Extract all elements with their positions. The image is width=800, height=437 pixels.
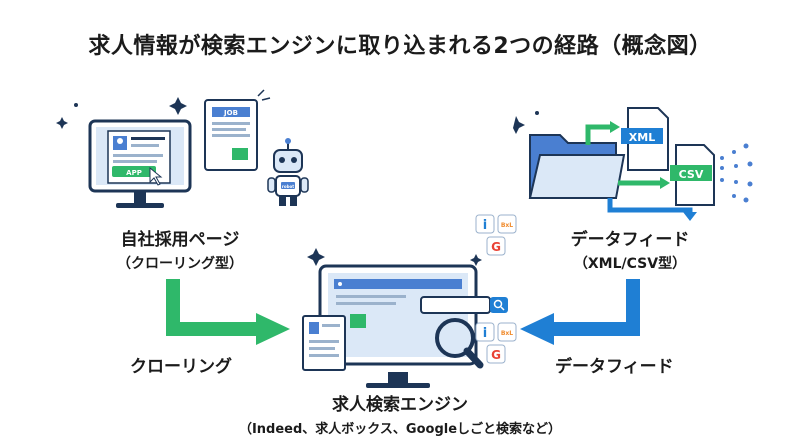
google-badge-icon: G: [486, 236, 506, 256]
career-page-label-group: 自社採用ページ （クローリング型）: [80, 225, 280, 273]
data-feed-folder-icon: [528, 134, 626, 199]
dot-icon: [74, 103, 78, 107]
resume-document-icon: [302, 315, 346, 371]
robot-tag-text: robot: [282, 184, 294, 189]
svg-text:i: i: [483, 326, 487, 341]
diagram-title: 求人情報が検索エンジンに取り込まれる2つの経路（概念図）: [88, 34, 712, 59]
data-feed-sublabel: （XML/CSV型）: [573, 256, 687, 272]
career-page-monitor-icon: APP: [88, 119, 192, 208]
magnifier-icon: [435, 318, 484, 369]
data-feed-label-group: データフィード （XML/CSV型）: [530, 225, 730, 273]
google-badge-icon: G: [486, 344, 506, 364]
feed-arrow-icon: [585, 124, 612, 145]
app-button-text: APP: [126, 169, 142, 177]
job-document-icon: JOB: [204, 89, 271, 171]
crawling-flow-arrow: [166, 279, 290, 345]
xml-file-label: XML: [629, 131, 655, 144]
svg-text:i: i: [483, 218, 487, 233]
csv-file-icon: CSV: [670, 144, 715, 206]
kyujin-box-badge-icon: BxL: [497, 322, 517, 342]
career-page-sublabel: （クローリング型）: [117, 256, 243, 272]
data-feed-label: データフィード: [570, 230, 690, 250]
career-page-label: 自社採用ページ: [120, 230, 240, 250]
xml-file-icon: XML: [621, 107, 669, 171]
sparkle-icon: [470, 254, 482, 266]
data-stream-icon: [720, 143, 753, 203]
search-input: [420, 296, 508, 314]
crawler-robot-icon: robot: [267, 138, 309, 206]
datafeed-flow-label: データフィード: [555, 357, 674, 377]
svg-text:BxL: BxL: [501, 330, 513, 337]
indeed-badge-icon: i: [475, 322, 495, 342]
svg-text:G: G: [491, 240, 501, 254]
search-engine-label: 求人検索エンジン: [332, 395, 468, 415]
indeed-badge-icon: i: [475, 214, 495, 234]
datafeed-flow-arrow: [520, 279, 640, 345]
svg-text:G: G: [491, 348, 501, 362]
sparkle-icon: [169, 97, 187, 115]
csv-file-label: CSV: [679, 168, 704, 181]
kyujin-box-badge-icon: BxL: [497, 214, 517, 234]
sparkle-icon: [56, 117, 68, 129]
crawling-flow-label: クローリング: [130, 357, 232, 377]
svg-text:BxL: BxL: [501, 222, 513, 229]
job-tag-text: JOB: [223, 109, 238, 117]
sparkle-icon: [307, 248, 325, 266]
search-engine-label-group: 求人検索エンジン （Indeed、求人ボックス、Googleしごと検索など）: [200, 390, 600, 437]
sparkle-icon: [507, 116, 525, 134]
search-engine-sublabel: （Indeed、求人ボックス、Googleしごと検索など）: [238, 422, 562, 437]
